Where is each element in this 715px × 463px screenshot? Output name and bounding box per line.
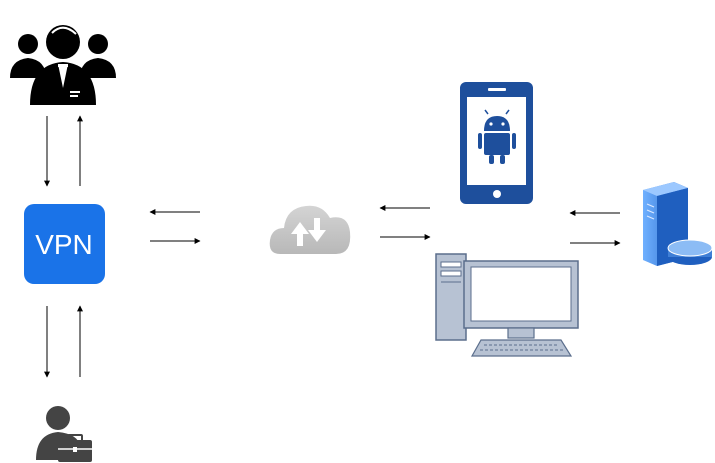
engineer-icon [36,406,92,462]
team-vpn-arrows [44,115,83,187]
vpn-icon: VPN [24,204,105,284]
android-icon [478,109,516,164]
device-server-arrows [569,210,621,246]
vpn-box [24,204,105,284]
android-phone-icon [460,82,533,204]
team-icon [10,25,116,105]
server-database-icon [643,182,713,266]
vpn-engineer-arrows [44,305,83,378]
cloud-sync-icon [269,205,351,254]
vpn-label: VPN [35,229,93,260]
desktop-computer-icon [435,253,579,357]
cloud-device-arrows [379,205,431,240]
vpn-cloud-arrows [149,209,201,244]
